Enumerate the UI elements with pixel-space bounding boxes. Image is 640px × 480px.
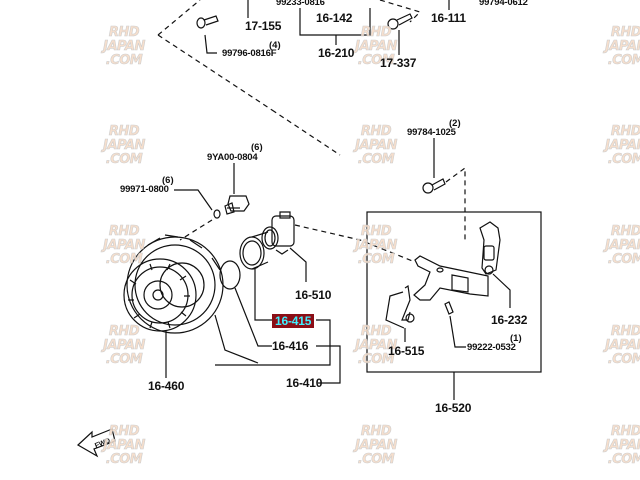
qty-label-9YA00: (6) <box>251 142 263 153</box>
release-bearing-icon <box>261 211 295 255</box>
leader-16-415 <box>254 269 272 321</box>
dashed-boundary-top <box>157 0 422 156</box>
dashed-link-bearing <box>294 224 416 263</box>
o-ring-icon <box>219 260 241 290</box>
leader-16-416 <box>234 287 272 347</box>
leader-16-510 <box>289 247 307 282</box>
part-label-99794-0612[interactable]: 99794-0612 <box>479 0 528 8</box>
leader-16-410 <box>316 345 341 384</box>
qty-label-99222: (1) <box>510 333 522 344</box>
part-label-99796-0816F[interactable]: 99796-0816F <box>222 48 277 59</box>
bolt-99784-icon <box>422 178 446 194</box>
pivot-bracket-icon <box>479 221 501 275</box>
pin-99222-icon <box>444 301 454 315</box>
qty-label-99796: (4) <box>269 40 281 51</box>
bolt-99796-icon <box>196 15 219 29</box>
part-label-9YA00-0804[interactable]: 9YA00-0804 <box>207 152 258 163</box>
part-label-16-460[interactable]: 16-460 <box>148 379 185 393</box>
part-label-16-510[interactable]: 16-510 <box>295 288 332 302</box>
dashed-link-washer <box>179 219 213 241</box>
part-label-16-232[interactable]: 16-232 <box>491 313 528 327</box>
part-label-17-337[interactable]: 17-337 <box>380 56 417 70</box>
part-label-16-416[interactable]: 16-416 <box>272 339 309 353</box>
leader-99233 <box>299 8 371 36</box>
part-label-16-410[interactable]: 16-410 <box>286 376 323 390</box>
leader-16-232 <box>492 273 511 308</box>
part-label-16-415-highlighted[interactable]: 16-415 <box>272 314 315 328</box>
part-label-99222-0532[interactable]: 99222-0532 <box>467 342 516 353</box>
dashed-link-99784 <box>445 166 466 240</box>
clutch-disc-icon <box>123 258 197 332</box>
part-label-16-515[interactable]: 16-515 <box>388 344 425 358</box>
leader-99222 <box>449 315 466 348</box>
part-label-16-520[interactable]: 16-520 <box>435 401 472 415</box>
qty-label-99971: (6) <box>162 175 174 186</box>
bolt-9YA00-icon <box>224 195 250 215</box>
part-label-16-111[interactable]: 16-111 <box>431 11 466 25</box>
leader-99971 <box>174 189 213 211</box>
part-label-99233-0816[interactable]: 99233-0816 <box>276 0 325 8</box>
washer-99971-icon <box>213 209 221 219</box>
part-label-17-155[interactable]: 17-155 <box>245 19 282 33</box>
fwd-arrow-icon <box>76 428 116 458</box>
qty-label-99784: (2) <box>449 118 461 129</box>
leader-16-415-right <box>215 319 331 366</box>
part-label-99971-0800[interactable]: 99971-0800 <box>120 184 169 195</box>
clutch-cover-icon <box>126 234 259 364</box>
dust-boot-icon <box>239 231 269 270</box>
release-fork-icon <box>413 255 489 301</box>
bolt-17-337-icon <box>387 13 413 30</box>
spring-clip-icon <box>385 284 415 329</box>
leader-99796 <box>204 34 217 54</box>
part-label-16-142[interactable]: 16-142 <box>316 11 353 25</box>
part-label-16-210[interactable]: 16-210 <box>318 46 355 60</box>
part-label-99784-1025[interactable]: 99784-1025 <box>407 127 456 138</box>
